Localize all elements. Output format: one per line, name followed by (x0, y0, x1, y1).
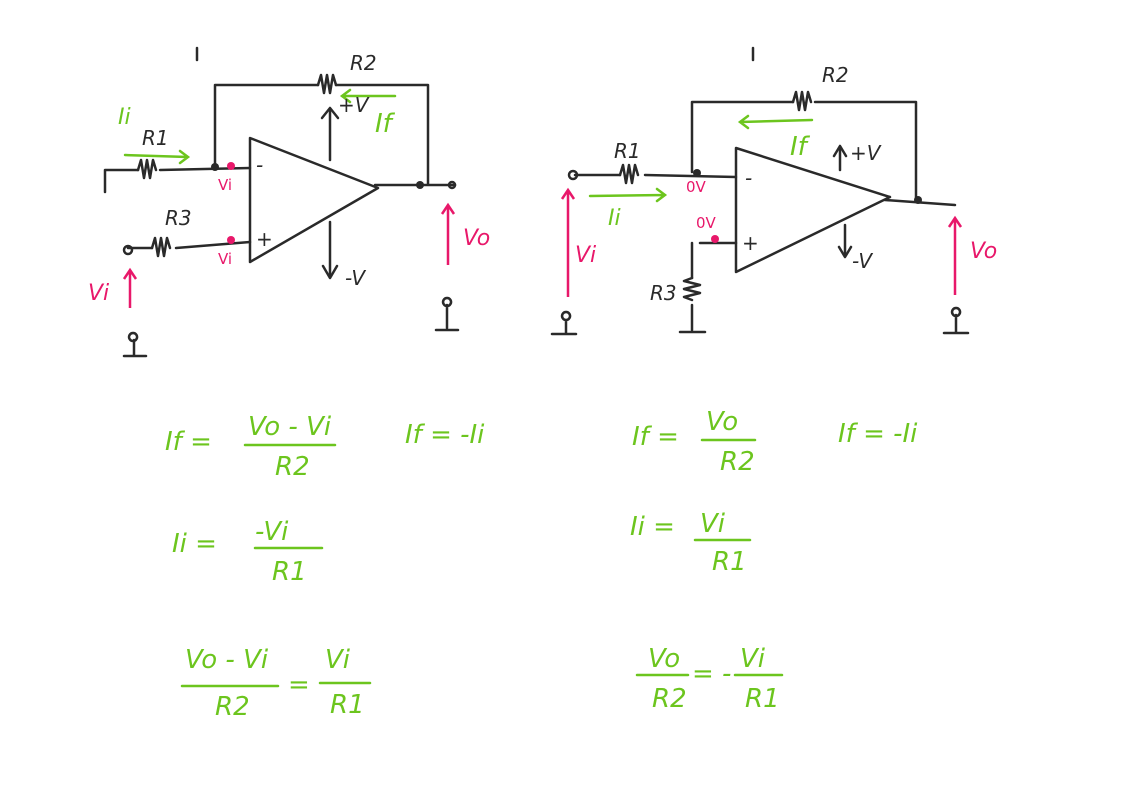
right-ground-output (942, 306, 970, 335)
left-vo-arrow-icon (440, 202, 456, 265)
left-eq1-lhs: If = (165, 427, 212, 457)
left-opamp-triangle (248, 136, 380, 264)
right-ii-label: Ii (608, 206, 621, 231)
left-r1-label: R1 (142, 126, 169, 150)
right-r1-resistor (618, 163, 640, 185)
left-ground-output (434, 296, 460, 332)
right-vo-arrow-icon (947, 215, 963, 295)
right-if-arrow-icon (737, 114, 814, 130)
left-minus-input-sign: - (256, 153, 263, 177)
right-minus-v-arrow-icon (837, 245, 853, 259)
left-ii-arrow-icon (123, 149, 191, 165)
right-r3-resistor (682, 276, 702, 302)
left-plus-input-sign: + (256, 227, 273, 251)
right-wiring (573, 46, 957, 332)
left-ground-input (122, 331, 148, 358)
left-minus-v-arrow-icon (321, 264, 339, 280)
right-vi-arrow-icon (560, 187, 576, 297)
left-eq3-numerator: -Vi (255, 517, 289, 547)
right-eq4-numerator-1: Vo (648, 644, 680, 674)
left-vi-source-label: Vi (88, 281, 109, 306)
right-vo-label: Vo (970, 239, 997, 264)
right-input-terminal (567, 169, 579, 181)
left-eq4-denominator-2: R1 (330, 690, 365, 720)
left-wiring (103, 46, 457, 277)
left-vi-plus-label: Vi (218, 250, 232, 268)
left-plus-v-arrow-icon (320, 106, 340, 120)
right-eq1-denominator: R2 (720, 447, 755, 477)
right-equations: If = Vo R2 If = -Ii Ii = Vi R1 Vo R2 = -… (630, 407, 918, 714)
right-minus-input-sign: - (745, 166, 752, 190)
right-r2-label: R2 (822, 63, 849, 87)
right-eq3-lhs: Ii = (630, 512, 675, 542)
right-0v-dot-plus (711, 235, 719, 243)
right-noninverting-circuit: R2 If +V R1 0V Ii Vi 0V R3 - + -V Vo (550, 46, 997, 336)
right-minus-v-label: -V (852, 249, 873, 273)
left-eq4-numerator-1: Vo - Vi (185, 645, 269, 675)
left-vi-minus-label: Vi (218, 176, 232, 194)
right-ground-input (550, 310, 578, 336)
right-vi-label: Vi (575, 243, 596, 268)
left-eq4-equals: = (288, 670, 310, 700)
right-eq4-denominator-2: R1 (745, 684, 780, 714)
left-vi-arrow-icon (122, 267, 138, 308)
right-r1-label: R1 (614, 139, 641, 163)
left-vi-dot-plus (227, 236, 235, 244)
left-r2-resistor (316, 73, 338, 95)
left-eq1-numerator: Vo - Vi (248, 412, 332, 442)
right-r3-label: R3 (650, 281, 677, 305)
left-equations: If = Vo - Vi R2 If = -Ii Ii = -Vi R1 Vo … (165, 412, 485, 722)
left-ii-label: Ii (118, 105, 131, 130)
left-r1-resistor (136, 158, 158, 180)
left-minus-v-label: -V (345, 266, 366, 290)
left-r3-label: R3 (165, 206, 192, 230)
right-eq1-numerator: Vo (706, 407, 738, 437)
right-0v-minus-label: 0V (686, 178, 707, 196)
right-eq2: If = -Ii (838, 419, 918, 449)
right-plus-v-label: +V (850, 141, 882, 165)
right-r2-resistor (791, 90, 813, 112)
left-vo-label: Vo (463, 226, 490, 251)
left-if-label: If (375, 109, 396, 139)
left-eq2: If = -Ii (405, 420, 485, 450)
left-eq4-numerator-2: Vi (325, 645, 351, 675)
right-eq4-numerator-2: Vi (740, 644, 766, 674)
right-node-out (914, 196, 922, 204)
left-plus-v-label: +V (338, 93, 370, 117)
right-0v-plus-label: 0V (696, 214, 717, 232)
left-input-terminal (122, 244, 134, 256)
right-eq4-equals: = - (692, 659, 731, 689)
right-eq1-lhs: If = (632, 422, 679, 452)
left-r3-resistor (150, 236, 172, 258)
left-node-minus (211, 163, 219, 171)
left-eq3-denominator: R1 (272, 557, 307, 587)
right-if-label: If (790, 132, 811, 162)
left-output-terminal (447, 180, 457, 190)
left-if-arrow-icon (339, 88, 397, 104)
left-eq3-lhs: Ii = (172, 529, 217, 559)
right-eq4-denominator-1: R2 (652, 684, 687, 714)
right-eq3-numerator: Vi (700, 509, 726, 539)
right-opamp-triangle (734, 146, 892, 274)
right-ii-arrow-icon (588, 187, 668, 203)
left-inverting-circuit: R2 +V If Ii R1 R3 Vi Vi - + -V Vo Vi (88, 46, 490, 358)
left-eq1-denominator: R2 (275, 452, 310, 482)
left-node-out (416, 181, 424, 189)
right-node-minus (693, 169, 701, 177)
left-eq4-denominator-1: R2 (215, 692, 250, 722)
right-plus-v-arrow-icon (832, 144, 848, 158)
left-r2-label: R2 (350, 51, 377, 75)
left-vi-dot-minus (227, 162, 235, 170)
right-plus-input-sign: + (742, 231, 759, 255)
right-eq3-denominator: R1 (712, 547, 747, 577)
